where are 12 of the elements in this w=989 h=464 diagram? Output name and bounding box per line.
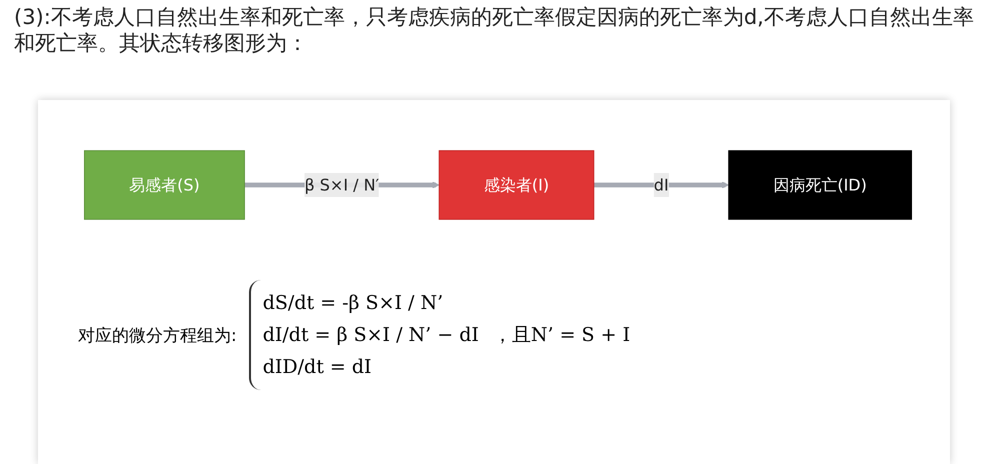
node-box: 易感者(S) [84, 150, 245, 220]
edge-label: β S×I / N′ [304, 175, 380, 195]
equation: dI/dt = β S×I / N’ − dI [262, 324, 479, 346]
edge-label: dI [654, 175, 669, 195]
node-box: 感染者(I) [438, 150, 594, 220]
arrow [594, 181, 729, 189]
equation: dID/dt = dI [262, 356, 372, 378]
heading: (3):不考虑人口自然出生率和死亡率，只考虑疾病的死亡率假定因病的死亡率为d,不考虑人口自然出生率和死亡率。其状态转移图形为： [14, 4, 974, 56]
equation: dS/dt = -β S×I / N’ [262, 292, 444, 314]
equation-note: ，且N’ = S + I [492, 323, 630, 348]
node-box: 因病死亡(ID) [728, 150, 912, 220]
equation-intro: 对应的微分方程组为: [78, 324, 237, 346]
